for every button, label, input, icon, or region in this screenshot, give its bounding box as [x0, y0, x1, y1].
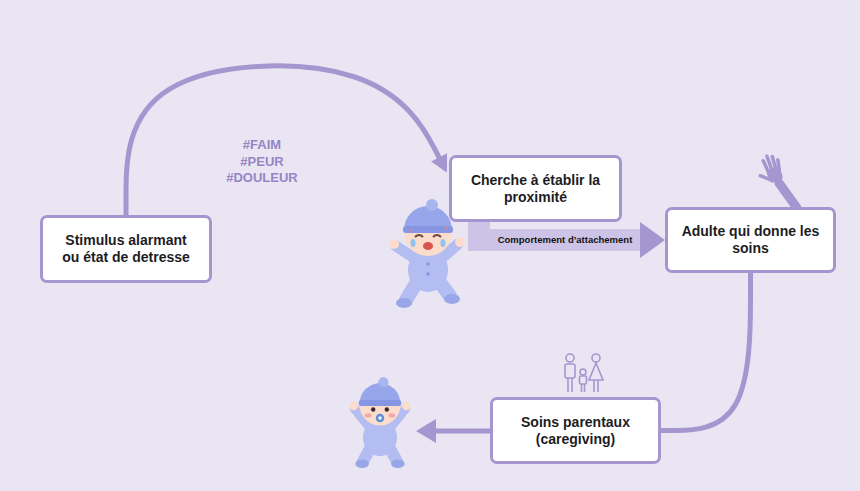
process-box: Cherche à établir la proximité: [449, 155, 622, 222]
curved-arrow: [126, 66, 445, 215]
hand-finger: [776, 160, 781, 170]
baby-cheek: [389, 413, 396, 417]
parent-head: [592, 354, 600, 362]
baby-tear: [411, 239, 416, 247]
hashtag-label: #FAIM: [243, 137, 281, 152]
parent-leg: [597, 380, 599, 392]
child-leg: [584, 384, 586, 392]
hand-finger: [771, 156, 776, 169]
family-icon: [565, 354, 603, 392]
baby-foot: [444, 294, 460, 304]
arm-stroke: [779, 183, 797, 208]
curved-connector: [661, 273, 751, 431]
baby-eye: [385, 407, 389, 411]
hashtag-label: #DOULEUR: [226, 170, 298, 185]
hand-thumb: [760, 173, 770, 182]
connector: [661, 273, 751, 431]
edge-label: Comportement d’attachement: [496, 234, 635, 246]
baby-hat-pompom: [378, 377, 388, 387]
baby-button: [426, 272, 430, 276]
child-head: [580, 369, 586, 375]
arrow-head: [431, 153, 447, 172]
connector: [126, 66, 447, 215]
hand-icon: [755, 153, 785, 186]
box-text: Cherche à établir la proximité: [464, 172, 607, 206]
baby-eye: [371, 407, 375, 411]
baby-tear: [441, 239, 446, 247]
box-text: Stimulus alarmant ou état de detresse: [55, 232, 197, 266]
baby-mouth: [423, 242, 433, 250]
baby-hand: [455, 237, 465, 247]
pacifier-ring: [378, 416, 381, 419]
baby-foot: [396, 298, 412, 308]
baby-foot: [391, 460, 405, 469]
child-body: [580, 376, 587, 384]
hashtag-label: #PEUR: [240, 154, 283, 169]
baby-hand: [349, 402, 358, 411]
calm-baby: [349, 377, 410, 468]
parent-leg: [571, 378, 573, 392]
baby-eye: [433, 235, 441, 237]
parent-dress: [589, 363, 603, 380]
parent-leg: [567, 378, 569, 392]
pacifier: [376, 414, 385, 423]
baby-hat-pompom: [426, 199, 438, 211]
connector: [479, 222, 665, 258]
box-text: Adulte qui donne les soins: [680, 223, 821, 257]
result-arrow: [434, 429, 490, 434]
baby-hand: [402, 402, 411, 411]
baby-eye: [415, 235, 423, 237]
process-box: Adulte qui donne les soins: [665, 207, 836, 273]
baby-button: [426, 262, 430, 266]
arrow-head: [416, 419, 436, 443]
baby-hat-brim: [403, 226, 453, 233]
baby-freckle: [445, 227, 447, 229]
arrow-head: [640, 222, 665, 258]
process-box: Soins parentaux (caregiving): [490, 397, 661, 464]
baby-freckle: [410, 229, 412, 231]
child-leg: [581, 384, 583, 392]
baby-cheek: [365, 413, 372, 417]
baby-hat-brim: [359, 400, 402, 406]
baby-foot: [355, 460, 369, 469]
parent-body: [565, 364, 575, 378]
process-box: Stimulus alarmant ou état de detresse: [40, 215, 212, 283]
box-text: Soins parentaux (caregiving): [505, 414, 646, 448]
parent-head: [566, 354, 574, 362]
baby-hand: [389, 239, 399, 249]
parent-leg: [593, 380, 595, 392]
